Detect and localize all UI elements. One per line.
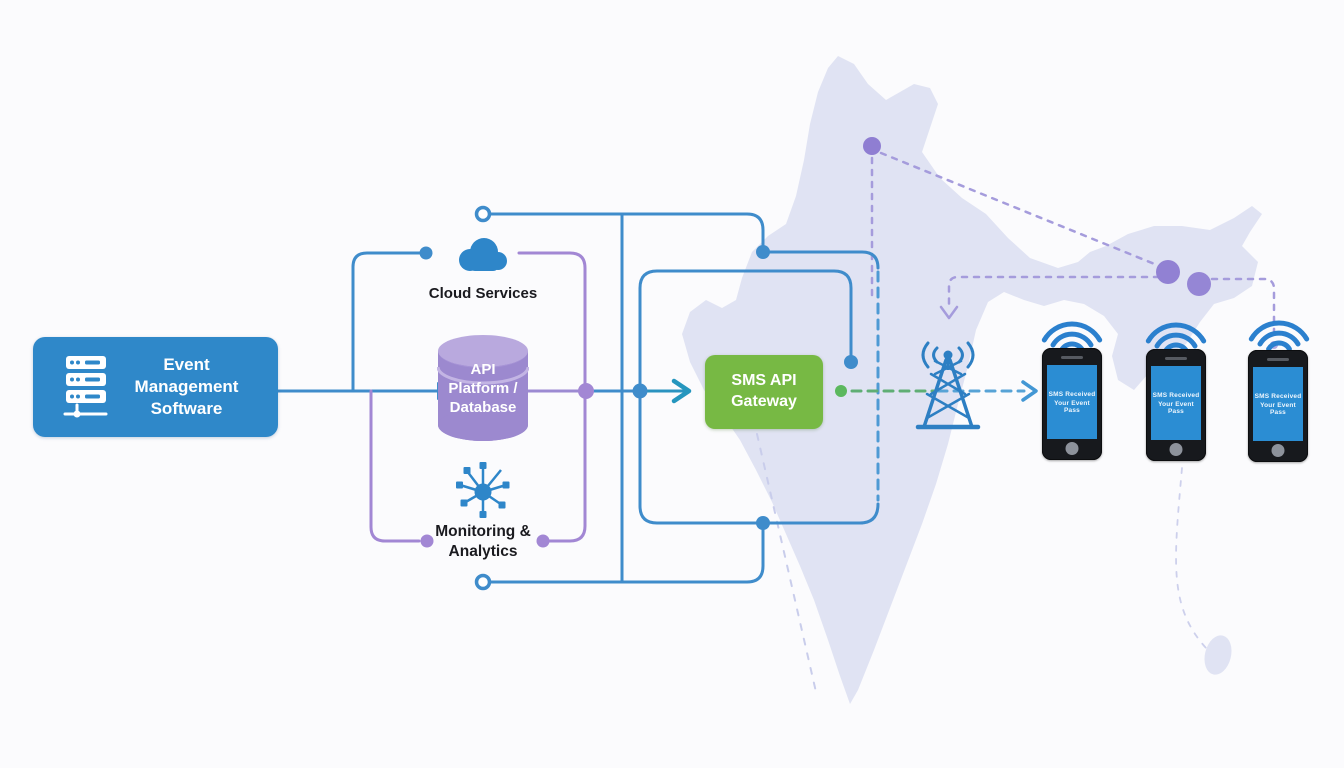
- sms-gateway-label: SMS API Gateway: [731, 372, 797, 410]
- line-branch-to-cloud: [351, 251, 423, 393]
- phone-speaker: [1267, 358, 1289, 361]
- line-gateway-loop: [638, 269, 864, 525]
- phone-speaker: [1061, 356, 1083, 359]
- phone-home-button: [1065, 442, 1079, 455]
- faint-dashed-line-gateway-south: [756, 433, 817, 693]
- line-top-loop-right: [761, 250, 880, 270]
- sms-text-line2: Your Event Pass: [1158, 400, 1194, 415]
- cloud-services-label: Cloud Services: [428, 285, 538, 302]
- cell-tower-icon: [915, 341, 981, 430]
- dashed-route-to-tower: [947, 275, 1161, 312]
- phone-screen: SMS Received Your Event Pass: [1253, 367, 1303, 441]
- smartphone-icon: SMS Received Your Event Pass: [1248, 350, 1308, 462]
- map-dot-north: [863, 137, 881, 155]
- phone-home-button: [1271, 444, 1285, 457]
- phone-screen: SMS Received Your Event Pass: [1047, 365, 1097, 439]
- sms-text-line2: Your Event Pass: [1054, 399, 1090, 414]
- india-map-shape: [682, 56, 1262, 704]
- sms-text-line1: SMS Received: [1254, 392, 1302, 400]
- line-top-loop-left: [488, 212, 765, 247]
- event-software-label: Event Management Software: [134, 355, 239, 418]
- dot-top-junction: [756, 245, 770, 259]
- open-circle-bottom: [474, 573, 492, 591]
- dashed-route-arrowhead-down: [939, 305, 959, 320]
- signal-waves-icon: [1248, 320, 1310, 352]
- phone-speaker: [1165, 357, 1187, 360]
- purple-line-to-monitoring: [369, 389, 421, 543]
- signal-waves-icon: [1145, 322, 1207, 354]
- sms-text-line2: Your Event Pass: [1260, 401, 1296, 416]
- dot-bottom-junction: [756, 516, 770, 530]
- api-platform-label: API Platform / Database: [448, 361, 518, 416]
- faint-dashed-line-phone-island: [1175, 467, 1207, 649]
- dot-loop-cross: [632, 383, 648, 399]
- green-dot-gateway-out: [835, 385, 847, 397]
- api-platform-database-node: API Platform / Database: [437, 333, 529, 443]
- arrowhead-to-phones: [1021, 380, 1038, 402]
- open-circle-top: [474, 205, 492, 223]
- signal-waves-icon: [1041, 321, 1103, 353]
- smartphone-icon: SMS Received Your Event Pass: [1146, 349, 1206, 461]
- monitoring-analytics-label: Monitoring & Analytics: [435, 523, 531, 561]
- sms-api-gateway-node: SMS API Gateway: [705, 355, 823, 429]
- island-shape: [1204, 635, 1232, 675]
- sms-text-line1: SMS Received: [1048, 390, 1096, 398]
- dot-loop-endpoint: [844, 355, 858, 369]
- line-bottom-loop: [488, 528, 765, 584]
- cloud-icon: [459, 238, 507, 271]
- smartphone-icon: SMS Received Your Event Pass: [1042, 348, 1102, 460]
- map-dot-east-2: [1187, 272, 1211, 296]
- dot-cloud-endpoint: [419, 246, 433, 260]
- purple-dot-monitoring-left: [420, 534, 434, 548]
- event-management-software-node: Event Management Software: [33, 337, 278, 437]
- purple-junction-dot: [578, 383, 594, 399]
- arrowhead-into-gateway: [671, 378, 692, 404]
- phone-home-button: [1169, 443, 1183, 456]
- phone-screen: SMS Received Your Event Pass: [1151, 366, 1201, 440]
- line-bottom-right-corner: [858, 502, 880, 525]
- database-cylinder-icon: [437, 335, 529, 441]
- dashed-route-diagonal: [879, 151, 1159, 267]
- network-hub-icon: [456, 462, 510, 518]
- dashed-route-to-phone3: [1210, 277, 1276, 340]
- map-dot-east-1: [1156, 260, 1180, 284]
- purple-dot-monitoring-right: [536, 534, 550, 548]
- server-rack-icon: [63, 356, 108, 418]
- sms-text-line1: SMS Received: [1152, 391, 1200, 399]
